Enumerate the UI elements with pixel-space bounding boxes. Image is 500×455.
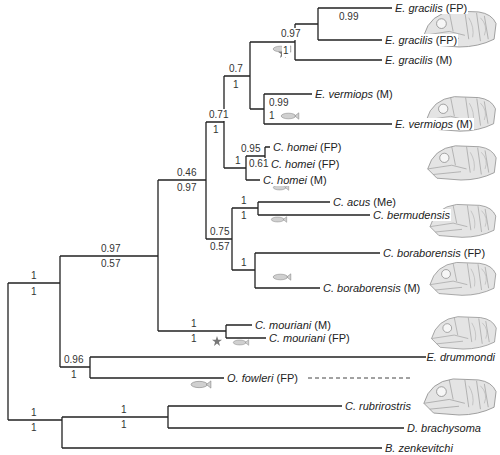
support-value: 1 — [232, 79, 240, 91]
support-value: 0.75 — [209, 226, 230, 238]
support-value: 1 — [120, 404, 128, 416]
support-value: 1 — [268, 110, 276, 122]
support-value: 1 — [282, 45, 290, 57]
taxon-label: E. vermiops (M) — [394, 118, 474, 130]
support-value: 0.61 — [248, 158, 269, 170]
taxon-label: C. bermudensis — [372, 209, 451, 221]
taxon-label: C. homei (FP) — [272, 141, 342, 153]
taxon-label: C. homei (FP) — [270, 158, 340, 170]
taxon-label: C. homei (M) — [262, 174, 328, 186]
support-value: 1 — [240, 195, 248, 207]
taxon-label: C. mouriani (M) — [254, 319, 332, 331]
support-value: 1 — [70, 369, 78, 381]
taxon-label: C. rubrirostris — [344, 400, 412, 412]
support-value: 0.96 — [63, 354, 84, 366]
support-value: 1 — [240, 257, 248, 269]
support-value: 0.97 — [100, 243, 121, 255]
support-value: 1 — [30, 422, 38, 434]
taxon-label: C. boraborensis (FP) — [382, 247, 486, 259]
support-value: 1 — [190, 318, 198, 330]
taxon-label: D. brachysoma — [406, 422, 482, 434]
taxon-label: O. fowleri (FP) — [226, 372, 299, 384]
support-value: 0.99 — [338, 11, 359, 23]
support-value: 1 — [212, 124, 220, 136]
support-value: 0.7 — [228, 63, 244, 75]
support-value: 0.95 — [240, 143, 261, 155]
support-value: 0.57 — [209, 241, 230, 253]
taxon-label: E. gracilis (M) — [384, 54, 453, 66]
support-value: 0.97 — [280, 28, 301, 40]
taxon-label: E. gracilis (FP) — [384, 34, 458, 46]
support-value: 1 — [30, 270, 38, 282]
support-value: 1 — [234, 155, 242, 167]
support-value: 0.97 — [176, 182, 197, 194]
support-value: 1 — [30, 286, 38, 298]
taxon-label: E. drummondi — [426, 351, 496, 363]
taxon-label: C. acus (Me) — [332, 196, 397, 208]
support-value: 0.57 — [100, 258, 121, 270]
taxon-label: E. gracilis (FP) — [394, 2, 468, 14]
support-value: 0.99 — [268, 97, 289, 109]
taxon-label: E. vermiops (M) — [314, 88, 394, 100]
support-value: 1 — [30, 407, 38, 419]
taxon-label: B. zenkevitchi — [384, 442, 454, 454]
support-value: 0.71 — [208, 109, 229, 121]
support-value: 1 — [240, 210, 248, 222]
support-value: 1 — [190, 333, 198, 345]
taxon-label: C. mouriani (FP) — [268, 332, 351, 344]
support-value: 0.46 — [176, 167, 197, 179]
support-value: 1 — [120, 419, 128, 431]
taxon-label: C. boraborensis (M) — [322, 282, 421, 294]
